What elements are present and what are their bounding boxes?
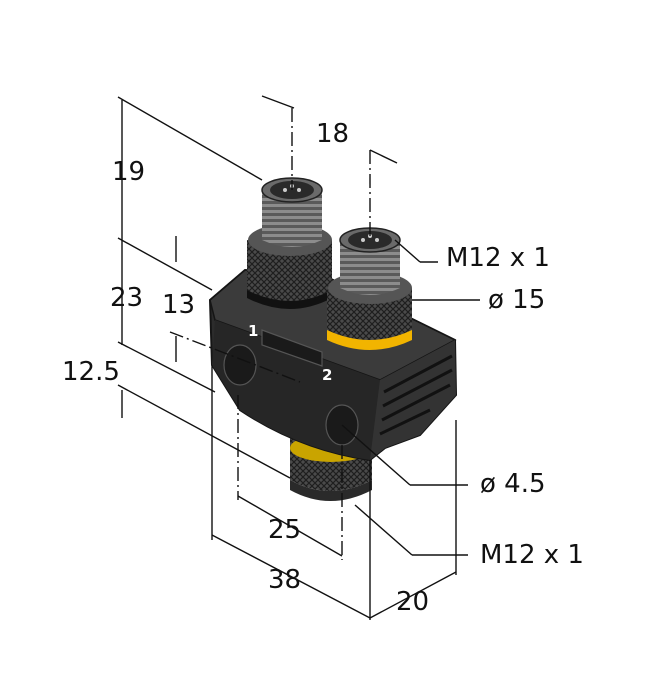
label-window (261, 329, 323, 367)
dim-12-5: 12.5 (62, 357, 120, 387)
dim-23: 23 (110, 283, 143, 313)
dim-13: 13 (162, 290, 195, 320)
top-connector-right (327, 227, 412, 350)
dim-thread-top: M12 x 1 (446, 243, 550, 273)
dim-diameter-4-5: ø 4.5 (480, 469, 546, 499)
y-distributor-body: 1 2 (208, 177, 458, 501)
dim-38: 38 (268, 565, 301, 595)
top-connector-left (247, 177, 332, 309)
dim-25: 25 (268, 515, 301, 545)
dim-19: 19 (112, 157, 145, 187)
dim-20: 20 (396, 587, 429, 617)
dimension-lines (117, 95, 480, 620)
dim-diameter-15: ø 15 (488, 285, 545, 315)
dim-thread-bottom: M12 x 1 (480, 540, 584, 570)
side-ribs (379, 354, 453, 436)
mounting-hole-left (223, 344, 257, 386)
port-2-marking: 2 (322, 366, 332, 384)
dim-18: 18 (316, 119, 349, 149)
port-1-marking: 1 (248, 322, 258, 340)
